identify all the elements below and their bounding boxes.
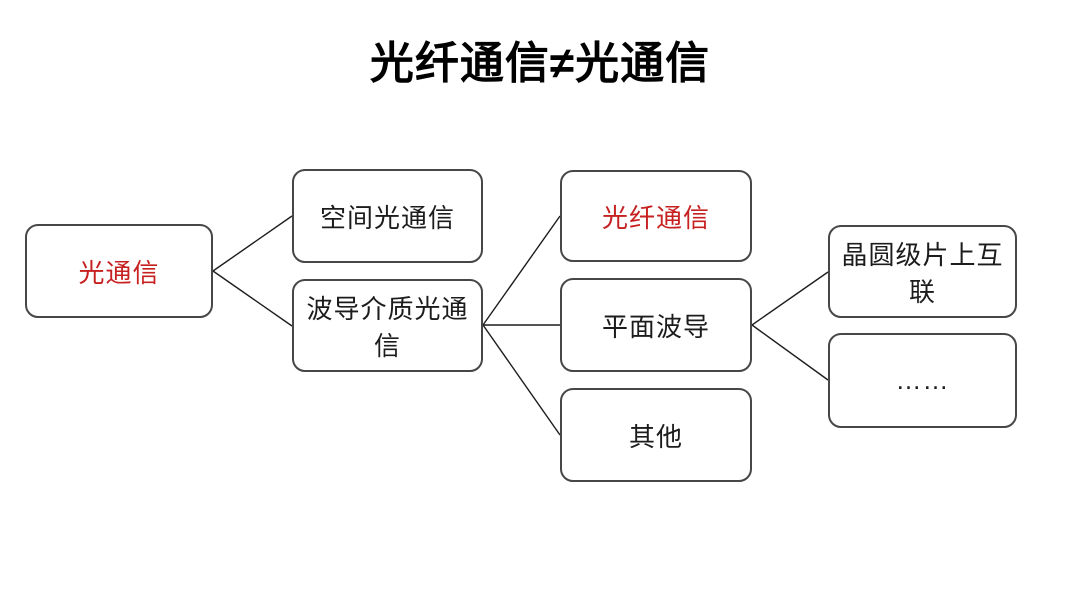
node-other: 其他: [560, 388, 752, 482]
node-wafer-level-on-chip-interconnect: 晶圆级片上互联: [828, 225, 1017, 318]
node-fiber-optic-communication: 光纤通信: [560, 170, 752, 262]
connector-planar-to-ellipsis: [751, 324, 829, 381]
connector-optical-to-waveguide: [212, 270, 293, 327]
connector-optical-to-space: [212, 215, 293, 272]
diagram-title: 光纤通信≠光通信: [369, 39, 711, 88]
node-space-optical-communication: 空间光通信: [292, 169, 483, 263]
connector-waveguide-to-fiber: [482, 215, 561, 326]
connector-waveguide-to-other: [482, 324, 561, 436]
node-waveguide-medium-optical-communication: 波导介质光通信: [292, 279, 483, 372]
node-ellipsis: ……: [828, 333, 1017, 428]
node-optical-communication: 光通信: [25, 224, 213, 318]
node-planar-waveguide: 平面波导: [560, 278, 752, 372]
connector-planar-to-wafer: [751, 271, 829, 326]
